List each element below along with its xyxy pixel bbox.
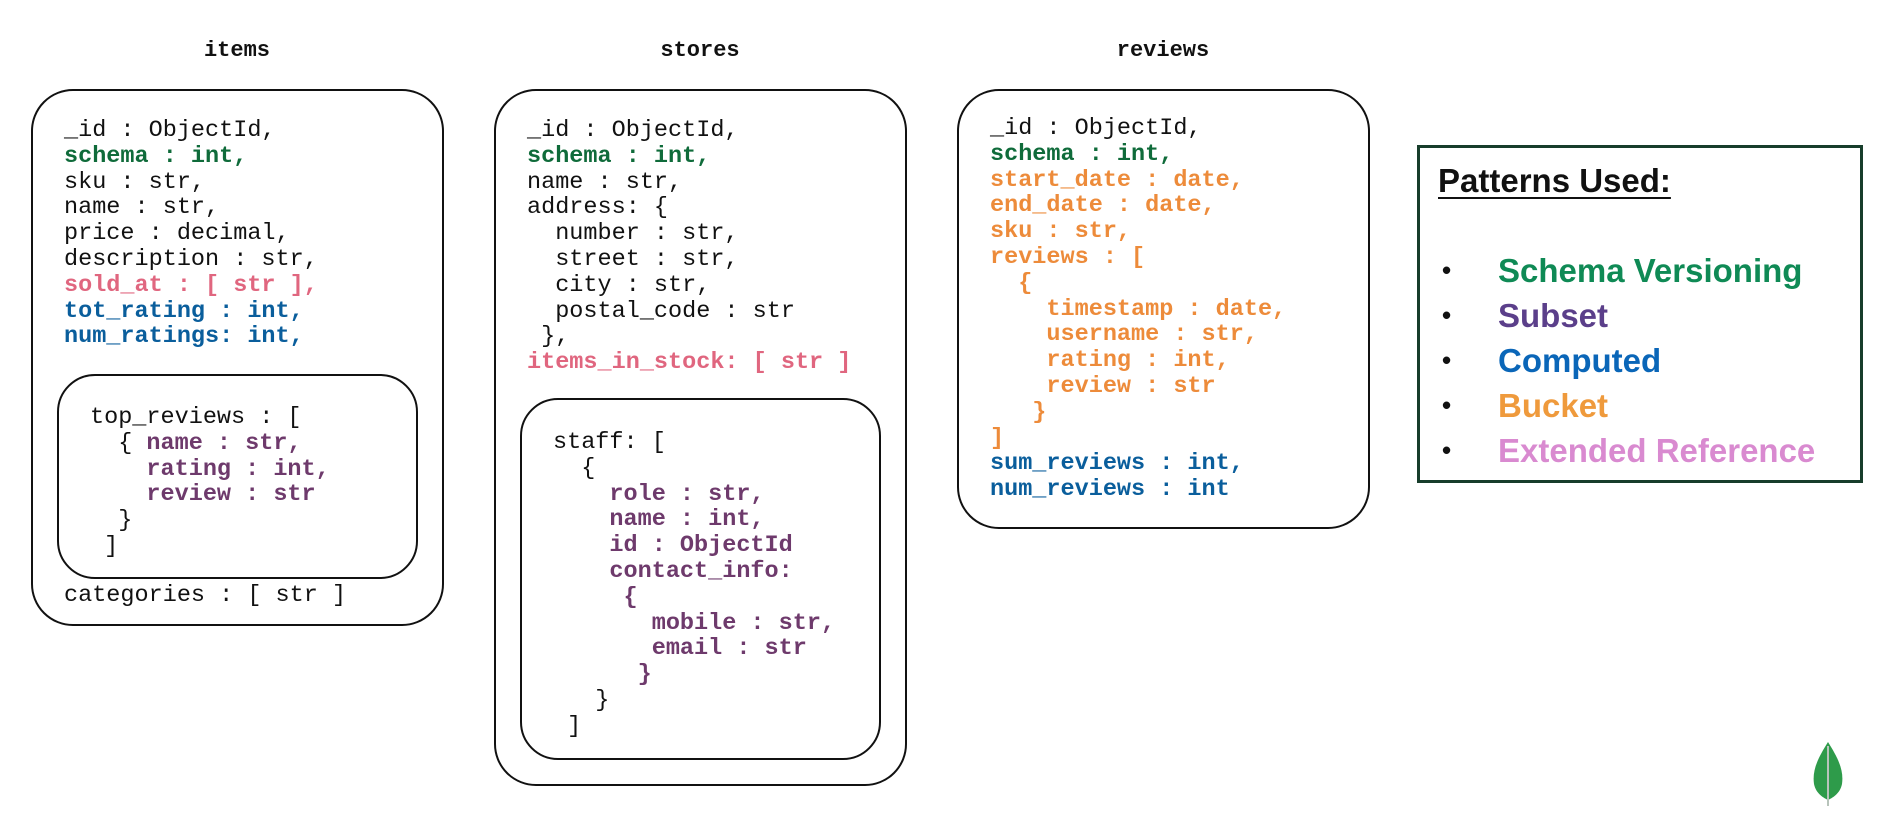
items-categories-field: categories : [ str ] bbox=[64, 583, 346, 609]
field-line: { bbox=[553, 454, 596, 482]
field-line: top_reviews : [ bbox=[90, 404, 302, 431]
patterns-legend: Patterns Used: • Schema Versioning • Subset… bbox=[1417, 145, 1863, 483]
staff-fields: staff: [ { role : str, name : int, id : … bbox=[553, 430, 835, 740]
field-line: contact_info: bbox=[553, 557, 793, 585]
field-line: name : str, bbox=[527, 168, 683, 196]
legend-title: Patterns Used: bbox=[1438, 162, 1671, 199]
field-line: email : str bbox=[553, 635, 807, 663]
field-line: _id : ObjectId, bbox=[990, 115, 1202, 142]
field-line: name : int, bbox=[553, 506, 765, 534]
field-line: num_reviews : int bbox=[990, 476, 1230, 504]
field-line: mobile : str, bbox=[553, 609, 836, 637]
field-line: price : decimal, bbox=[64, 220, 290, 248]
field-line: tot_rating : int, bbox=[64, 297, 304, 325]
field-line: _id : ObjectId, bbox=[527, 117, 739, 144]
field-line: ] bbox=[553, 712, 582, 740]
field-line: { bbox=[990, 269, 1033, 297]
field-line: sku : str, bbox=[64, 168, 206, 196]
field-line-text: name : str, bbox=[146, 429, 302, 457]
field-line: reviews : [ bbox=[990, 243, 1146, 271]
field-line: categories : [ str ] bbox=[64, 582, 347, 609]
field-line: username : str, bbox=[990, 321, 1258, 349]
field-line: city : str, bbox=[527, 271, 711, 299]
field-line: sum_reviews : int, bbox=[990, 450, 1244, 478]
field-line: { bbox=[553, 583, 638, 611]
field-line: number : str, bbox=[527, 220, 739, 248]
staff-subdocument-box bbox=[520, 398, 881, 760]
field-line: id : ObjectId bbox=[553, 532, 793, 560]
legend-item-label: Subset bbox=[1498, 296, 1609, 334]
stores-fields: _id : ObjectId,schema : int,name : str,a… bbox=[527, 118, 851, 376]
field-line: staff: [ bbox=[553, 429, 666, 456]
field-line: schema : int, bbox=[990, 140, 1174, 168]
top-reviews-fields: top_reviews : [ { name : str, rating : i… bbox=[90, 405, 330, 560]
legend-item: • Subset bbox=[1438, 293, 1815, 338]
mongodb-leaf-icon bbox=[1813, 742, 1843, 806]
field-line: schema : int, bbox=[527, 142, 711, 170]
field-line: sku : str, bbox=[990, 218, 1132, 246]
field-line: ] bbox=[990, 424, 1005, 452]
field-line: name : str, bbox=[64, 194, 220, 222]
field-line: { name : str, bbox=[90, 429, 330, 457]
legend-item-label: Extended Reference bbox=[1498, 431, 1816, 469]
field-line: } bbox=[553, 686, 610, 714]
field-line: rating : int, bbox=[990, 347, 1230, 375]
legend-item: • Extended Reference bbox=[1438, 428, 1815, 473]
field-line: sold_at : [ str ], bbox=[64, 271, 318, 299]
field-line: postal_code : str bbox=[527, 297, 795, 325]
field-line: } bbox=[553, 661, 652, 689]
legend-item: • Bucket bbox=[1438, 383, 1815, 428]
field-line: street : str, bbox=[527, 245, 739, 273]
stores-title: stores bbox=[660, 38, 740, 63]
field-line: }, bbox=[527, 323, 570, 351]
field-line: start_date : date, bbox=[990, 166, 1244, 194]
legend-item-label: Bucket bbox=[1498, 386, 1609, 424]
field-line: role : str, bbox=[553, 480, 765, 508]
field-line: } bbox=[990, 398, 1047, 426]
reviews-fields: _id : ObjectId,schema : int,start_date :… bbox=[990, 116, 1286, 503]
bullet-icon: • bbox=[1442, 345, 1452, 375]
legend-item: • Computed bbox=[1438, 338, 1815, 383]
field-line: address: { bbox=[527, 194, 669, 222]
field-line: rating : int, bbox=[90, 455, 330, 483]
legend-item-label: Schema Versioning bbox=[1498, 251, 1803, 289]
field-line: ] bbox=[90, 532, 119, 560]
reviews-collection-box bbox=[957, 89, 1370, 529]
reviews-title: reviews bbox=[1116, 38, 1210, 63]
field-line: review : str bbox=[90, 481, 316, 509]
field-line: end_date : date, bbox=[990, 192, 1216, 220]
field-line: schema : int, bbox=[64, 142, 248, 170]
bullet-icon: • bbox=[1442, 390, 1452, 420]
field-line: description : str, bbox=[64, 245, 318, 273]
field-line: items_in_stock: [ str ] bbox=[527, 349, 852, 377]
items-title: items bbox=[203, 38, 270, 63]
field-line-prefix: { bbox=[90, 429, 147, 457]
bullet-icon: • bbox=[1442, 255, 1452, 285]
legend-item-label: Computed bbox=[1498, 341, 1662, 379]
field-line: review : str bbox=[990, 372, 1216, 400]
bullet-icon: • bbox=[1442, 435, 1452, 465]
items-fields: _id : ObjectId,schema : int,sku : str,na… bbox=[64, 118, 318, 350]
legend-list: • Schema Versioning • Subset • Computed • Bucke… bbox=[1438, 248, 1815, 473]
field-line: } bbox=[90, 507, 133, 535]
top-reviews-subdocument-box bbox=[57, 374, 418, 579]
bullet-icon: • bbox=[1442, 300, 1452, 330]
field-line: _id : ObjectId, bbox=[64, 117, 276, 144]
field-line: timestamp : date, bbox=[990, 295, 1287, 323]
field-line: num_ratings: int, bbox=[64, 323, 304, 351]
legend-item: • Schema Versioning bbox=[1438, 248, 1815, 293]
